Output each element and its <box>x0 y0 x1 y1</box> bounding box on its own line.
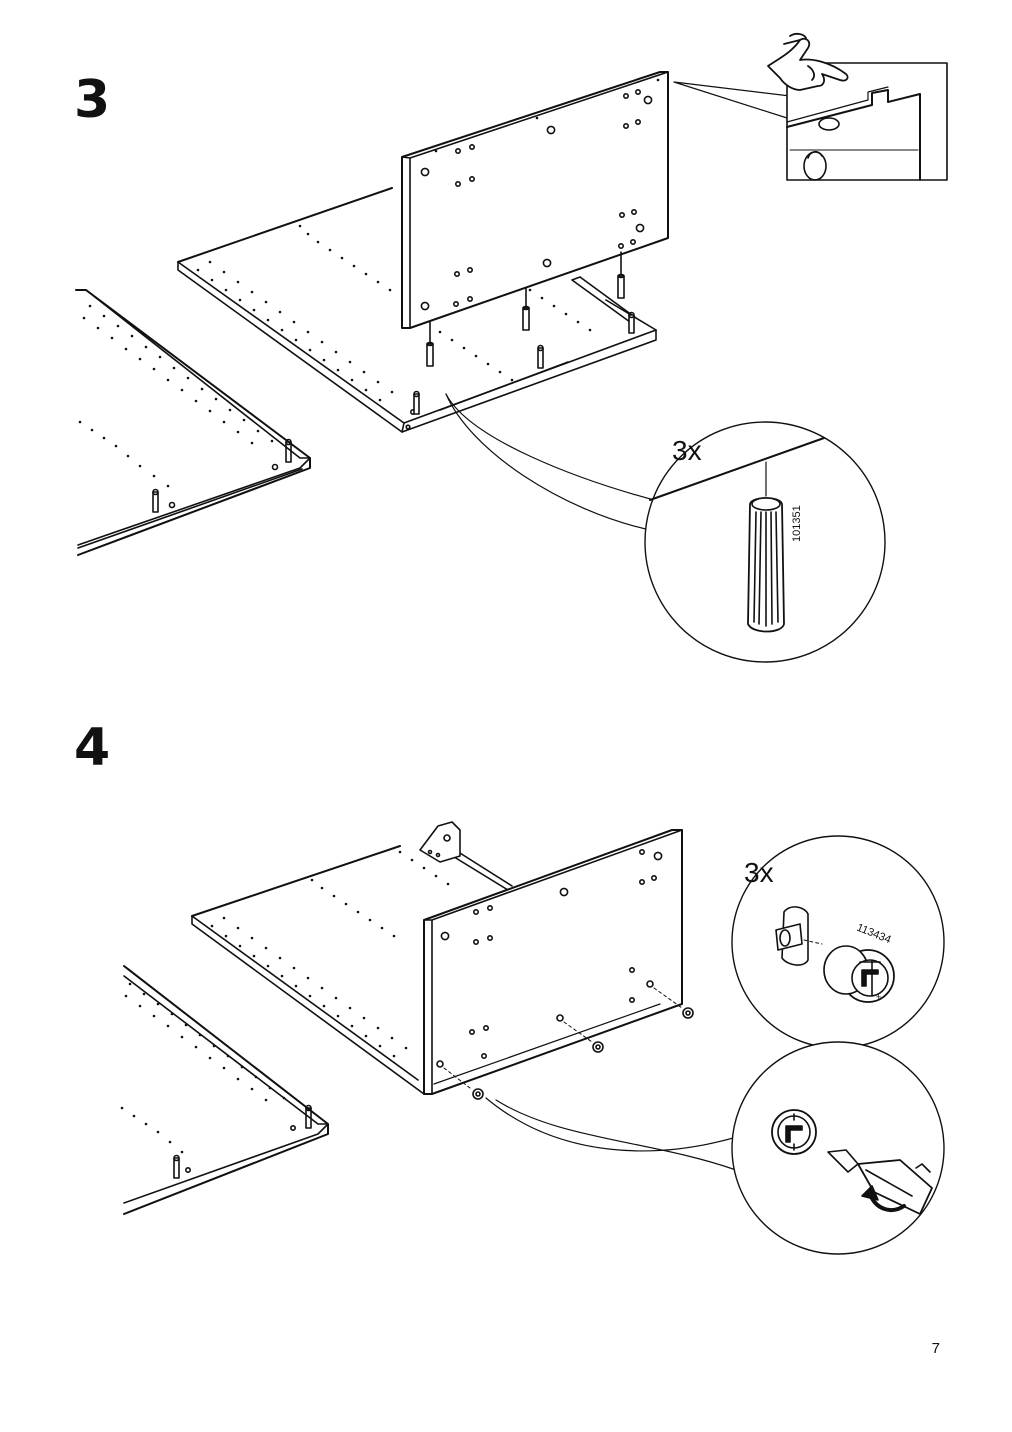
step4-upright-panel <box>423 829 683 1095</box>
step4-left-side-panel <box>120 965 329 1215</box>
step-3-part-number: 101351 <box>791 505 803 542</box>
left-side-panel <box>75 289 311 556</box>
rotation-arrow-icon <box>861 1185 906 1212</box>
screwdriver-icon <box>827 1149 933 1215</box>
step-4-illustration: + 113434 3x <box>120 821 945 1255</box>
metal-bracket <box>419 821 461 863</box>
dowel-icon <box>747 497 785 633</box>
cam-nuts <box>443 987 694 1100</box>
cam-lock-detail: + 113434 3x <box>731 835 945 1049</box>
pointing-hand-icon <box>767 32 849 91</box>
bottom-panel <box>177 187 657 433</box>
svg-text:+: + <box>876 992 881 1002</box>
tightening-detail <box>485 1041 945 1255</box>
step-4-quantity: 3x <box>744 857 774 888</box>
step-4-number: 4 <box>74 718 111 778</box>
cam-lock-nut-icon: + <box>823 945 895 1003</box>
step-3-number: 3 <box>74 70 111 130</box>
cam-lock-face-icon <box>771 1109 817 1155</box>
dowel-detail-callout: 3x 101351 <box>445 393 886 663</box>
detail-callout-lines <box>673 81 791 119</box>
page-number: 7 <box>931 1340 940 1357</box>
step-3-quantity: 3x <box>672 435 702 466</box>
edge-detail-box <box>767 32 948 181</box>
upright-panel <box>401 71 669 329</box>
dowels <box>413 251 635 415</box>
step-3-illustration: 3x 101351 <box>75 32 948 663</box>
